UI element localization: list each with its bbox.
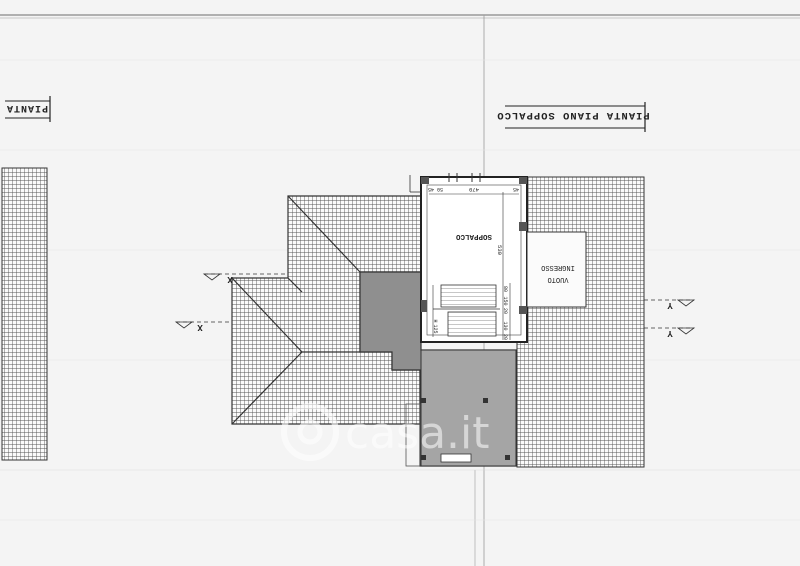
staircase bbox=[432, 284, 500, 337]
pillar-4 bbox=[505, 455, 510, 460]
dim-width: 470 bbox=[469, 186, 479, 193]
right-roof bbox=[516, 176, 645, 468]
dim-stair-5: 20 bbox=[502, 334, 508, 340]
entry-step bbox=[405, 403, 421, 467]
dim-stair-2: 150 bbox=[502, 296, 508, 305]
lower-floor-light bbox=[420, 349, 517, 467]
void-ingresso-box bbox=[526, 231, 587, 308]
room-soppalco-label: SOPPALCO bbox=[456, 232, 493, 240]
dim-stair-4: 130 bbox=[502, 321, 508, 330]
watermark-logo bbox=[281, 403, 339, 461]
left-roof-fragment bbox=[1, 167, 48, 461]
section-x-label-1: X bbox=[197, 322, 203, 332]
void-label-line2: INGRESSO bbox=[541, 263, 575, 271]
title-block-right: PIANTA PIANO SOPPALCO bbox=[496, 102, 650, 132]
dim-left: 45 bbox=[513, 186, 519, 192]
watermark-text: casa.it bbox=[345, 408, 490, 459]
pillar-3 bbox=[421, 455, 426, 460]
title-right-text: PIANTA PIANO SOPPALCO bbox=[496, 109, 649, 121]
dim-stair-1: 80 bbox=[502, 286, 508, 292]
section-mark-x bbox=[174, 273, 288, 329]
title-left-text: PIANTA bbox=[6, 102, 48, 113]
entry-threshold bbox=[440, 453, 472, 463]
dim-mid: 50 bbox=[437, 186, 443, 192]
void-label-line1: VUOTO bbox=[547, 275, 568, 283]
dimension-lines bbox=[429, 192, 519, 340]
section-x-label-2: X bbox=[227, 274, 233, 284]
dim-stair-3: 20 bbox=[502, 308, 508, 314]
section-mark-y bbox=[644, 299, 696, 335]
faint-grid-lines bbox=[0, 59, 800, 521]
pillar-1 bbox=[421, 398, 426, 403]
dim-height: 530 bbox=[496, 245, 503, 255]
title-block-left: PIANTA bbox=[5, 96, 51, 122]
dim-right: 45 bbox=[428, 186, 434, 192]
section-y-label-1: Y bbox=[667, 300, 673, 310]
pillar-2 bbox=[483, 398, 488, 403]
stair-h-label: H bbox=[432, 319, 438, 322]
stair-h-value: 125 bbox=[432, 324, 438, 333]
section-y-label-2: Y bbox=[667, 328, 673, 338]
